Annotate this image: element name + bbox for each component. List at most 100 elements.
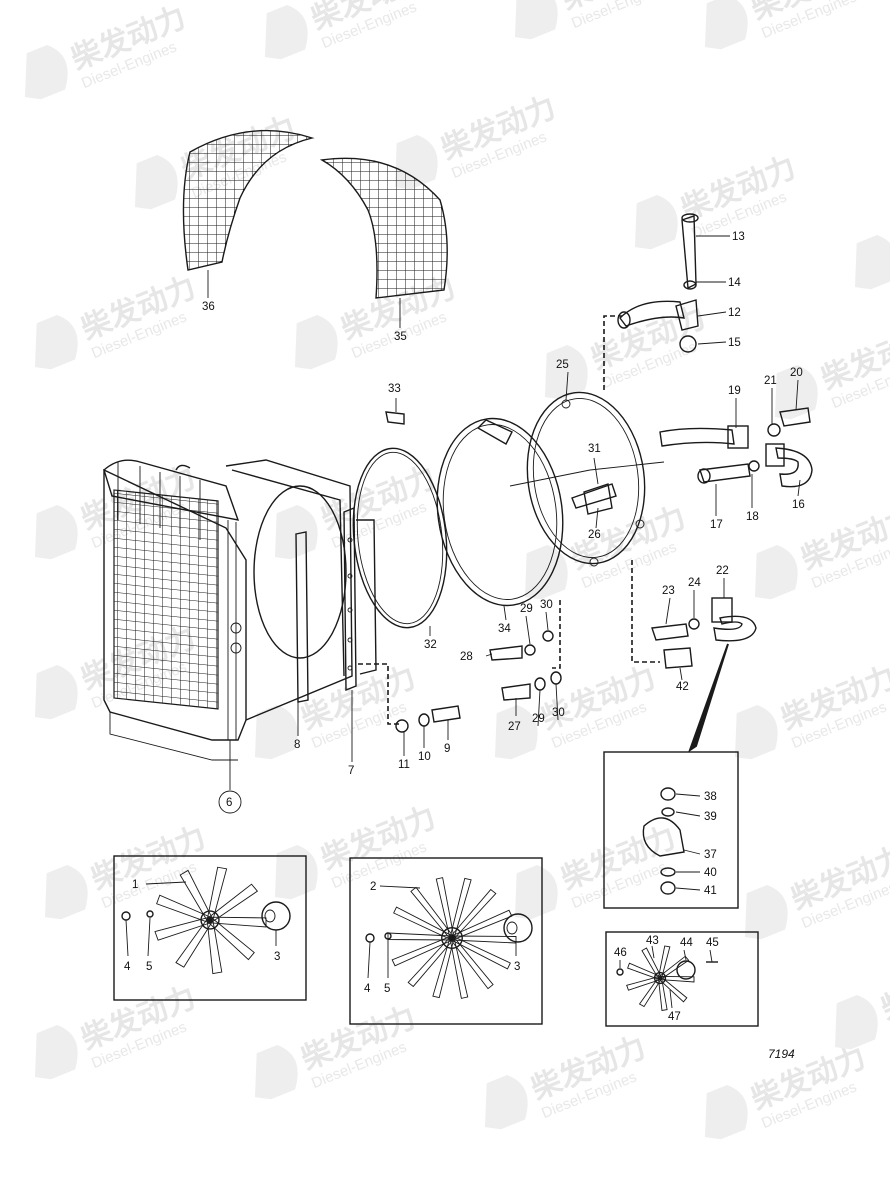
callout-11: 11: [398, 759, 410, 771]
callout-30a: 30: [540, 599, 553, 611]
callout-19: 19: [728, 385, 741, 397]
callout-16: 16: [792, 499, 805, 511]
watermark-logo: [854, 235, 890, 290]
detail-box-clip: [603, 751, 739, 909]
callout-9: 9: [444, 743, 450, 755]
watermark-logo: [34, 505, 78, 560]
callout-25: 25: [556, 359, 569, 371]
pipe-19-part: [659, 407, 813, 488]
fasteners-part: [385, 411, 613, 733]
callout-47: 47: [668, 1011, 681, 1023]
pipe-22-part: [651, 597, 757, 669]
callout-43: 43: [646, 935, 659, 947]
callout-40: 40: [704, 867, 717, 879]
callout-15: 15: [728, 337, 741, 349]
fan-box-1: [113, 855, 307, 1001]
callout-39: 39: [704, 811, 717, 823]
watermark-logo: [34, 1025, 78, 1080]
callout-labels: 1 2 3 3 4 4 5 5 6 7 8 9 10 11 12 13 14 1…: [124, 231, 805, 1023]
dashed-leaders: [358, 315, 660, 725]
watermark-logo: [524, 545, 568, 600]
fan-blade: [206, 866, 228, 922]
watermark-logo: [704, 0, 748, 50]
watermark-logo: [834, 995, 878, 1050]
callout-4b: 4: [364, 983, 371, 995]
callout-13: 13: [732, 231, 745, 243]
fan-blade: [175, 918, 214, 968]
watermark-logo: [274, 505, 318, 560]
watermark-logo: [254, 1045, 298, 1100]
callout-6-circle: [218, 790, 242, 814]
callout-41: 41: [704, 885, 717, 897]
callout-3a: 3: [274, 951, 280, 963]
drawing-number: 7194: [768, 1047, 795, 1061]
callout-2: 2: [370, 881, 376, 893]
callout-8: 8: [294, 739, 300, 751]
detail-pointer-arrow: [688, 643, 729, 753]
callout-3b: 3: [514, 961, 520, 973]
watermark-logo: [24, 45, 68, 100]
callout-36: 36: [202, 301, 215, 313]
radiator-part: [103, 459, 377, 761]
mesh-guard-left-part: [182, 129, 315, 271]
watermark-logo: [294, 315, 338, 370]
fan-ring-25-part: [509, 391, 665, 567]
fan-blade: [207, 883, 259, 923]
callout-46: 46: [614, 947, 627, 959]
watermark-brand-cn: 柴发动力: [876, 950, 890, 1027]
fan-box-3: [605, 931, 759, 1027]
callout-5b: 5: [384, 983, 390, 995]
watermark-logo: [44, 865, 88, 920]
callout-4a: 4: [124, 961, 131, 973]
callout-31: 31: [588, 443, 601, 455]
callout-10: 10: [418, 751, 431, 763]
watermark-logo: [704, 1085, 748, 1140]
callout-17: 17: [710, 519, 723, 531]
fan-hub: [200, 910, 220, 930]
watermark-logo: [734, 705, 778, 760]
fan-blade: [657, 945, 671, 979]
fan-blade: [638, 976, 663, 1008]
callout-20: 20: [790, 367, 803, 379]
watermark-logo: [514, 865, 558, 920]
watermark-logo: [544, 345, 588, 400]
watermark-logo: [274, 845, 318, 900]
fan-blade: [449, 877, 472, 939]
fan-blade: [658, 955, 690, 980]
fan-blade: [156, 894, 212, 924]
callout-42: 42: [676, 681, 689, 693]
fan-box-2: [349, 857, 543, 1025]
fan-blade: [179, 869, 214, 923]
watermark-logo: [254, 705, 298, 760]
watermark-logo: [514, 0, 558, 40]
callout-44: 44: [680, 937, 693, 949]
callout-5a: 5: [146, 961, 152, 973]
callout-37: 37: [704, 849, 717, 861]
callout-33: 33: [388, 383, 401, 395]
callout-23: 23: [662, 585, 675, 597]
watermark-logo: [774, 365, 818, 420]
pipe-clamp-12-part: [617, 213, 699, 353]
callout-12: 12: [728, 307, 741, 319]
callout-28: 28: [460, 651, 473, 663]
callout-45: 45: [706, 937, 719, 949]
ring-32-part: [352, 447, 448, 629]
callout-21: 21: [764, 375, 777, 387]
callout-1: 1: [132, 879, 138, 891]
callout-35: 35: [394, 331, 407, 343]
callout-18: 18: [746, 511, 759, 523]
watermark-logo: [484, 1075, 528, 1130]
